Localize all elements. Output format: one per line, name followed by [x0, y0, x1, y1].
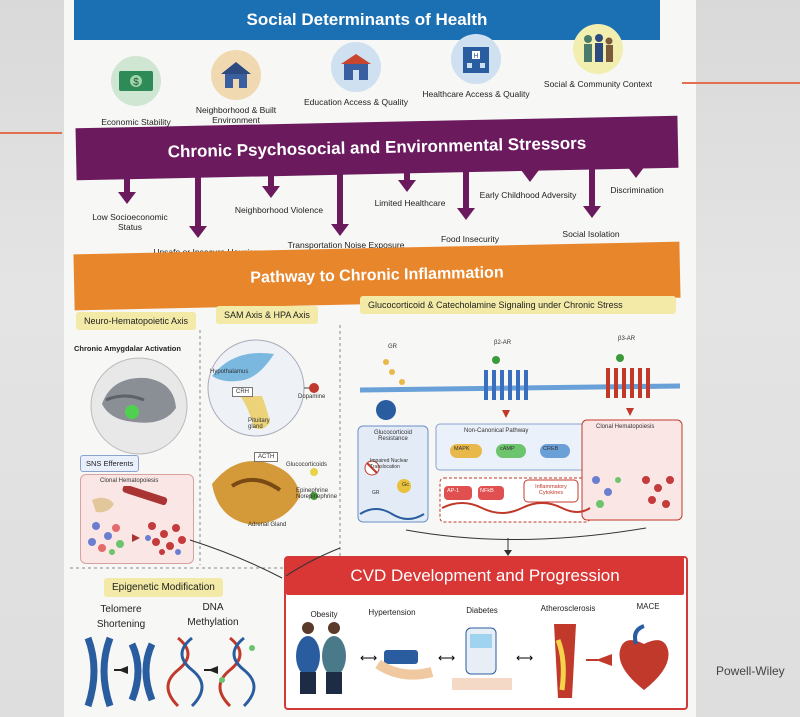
- sns-efferents-label: SNS Efferents: [80, 455, 140, 472]
- sdoh-label: Economic Stability: [101, 117, 171, 127]
- b3ar-label: β3-AR: [618, 336, 636, 342]
- heart-icon: [619, 624, 669, 690]
- cvd-item-obesity: Obesity: [310, 610, 338, 619]
- svg-text:H: H: [473, 53, 478, 60]
- cvd-item-hypertension: Hypertension: [368, 608, 416, 617]
- dopamine-label: Dopamine: [298, 394, 326, 400]
- impaired-label: Impaired Nuclear Translocation: [370, 458, 409, 470]
- epigenetic-label: Epigenetic Modification: [104, 578, 223, 597]
- sdoh-economic: $ Economic Stability: [76, 56, 196, 128]
- ap1-label: AP-1: [447, 488, 460, 494]
- obesity-icon: [296, 622, 346, 694]
- hospital-icon: H: [451, 34, 501, 84]
- blood-pressure-icon: [375, 650, 434, 680]
- sdoh-neighborhood: Neighborhood & Built Environment: [176, 50, 296, 126]
- sdoh-label: Neighborhood & Built Environment: [195, 105, 277, 125]
- house-icon: [211, 50, 261, 100]
- clonal-hema-label-2: Clonal Hematopoiesis: [596, 424, 655, 430]
- sdoh-education: Education Access & Quality: [296, 42, 416, 108]
- credit-text: Powell-Wiley: [716, 664, 785, 678]
- sdoh-title: Social Determinants of Health: [74, 0, 660, 40]
- creb-label: CREB: [543, 446, 559, 452]
- chromosome-dna-icon: [84, 636, 256, 708]
- telomere-label: Telomere Shortening: [96, 604, 146, 630]
- sdoh-healthcare: H Healthcare Access & Quality: [416, 34, 536, 100]
- sdoh-social: Social & Community Context: [538, 24, 658, 90]
- svg-text:$: $: [133, 77, 139, 88]
- school-icon: [331, 42, 381, 92]
- people-icon: [573, 24, 623, 74]
- acth-label: ACTH: [254, 452, 279, 462]
- cytokines-label: Inflammatory Cytokines: [535, 484, 567, 496]
- neuro-hematopoietic-label: Neuro-Hematopoietic Axis: [76, 312, 197, 330]
- glucose-meter-icon: [452, 627, 512, 690]
- crh-label: CRH: [232, 387, 253, 397]
- stressor-label: Social Isolation: [562, 229, 620, 239]
- sdoh-label: Healthcare Access & Quality: [422, 89, 530, 99]
- artery-icon: [554, 624, 576, 698]
- cvd-item-atherosclerosis: Atherosclerosis: [540, 604, 596, 613]
- nfkb-label: NFkB: [480, 488, 494, 494]
- amygdala-label: Chronic Amygdalar Activation: [74, 344, 181, 353]
- mapk-label: MAPK: [454, 446, 470, 452]
- gr-small-label: GR: [372, 490, 380, 496]
- stressor-label: Transportation Noise Exposure: [287, 240, 405, 250]
- hpa-diagram: [207, 339, 319, 525]
- camp-label: cAMP: [500, 446, 515, 452]
- cvd-item-diabetes: Diabetes: [466, 606, 498, 615]
- signaling-diagram: [357, 354, 683, 540]
- stressor-label: Neighborhood Violence: [234, 205, 324, 215]
- stressor-label: Low Socioeconomic Status: [92, 212, 168, 233]
- svg-text:⟷: ⟷: [360, 651, 377, 665]
- svg-text:⟷: ⟷: [516, 651, 533, 665]
- dna-methylation-label: DNA Methylation: [187, 602, 239, 628]
- b2ar-label: β2-AR: [494, 340, 512, 346]
- stressor-label: Discrimination: [610, 185, 664, 195]
- sdoh-label: Education Access & Quality: [304, 97, 408, 107]
- cells-icon: [88, 486, 186, 555]
- gr-label: GR: [388, 344, 397, 350]
- decor-line-left: [0, 132, 62, 134]
- glucocorticoids-label: Glucocorticoids: [286, 462, 328, 468]
- stressor-label: Early Childhood Adversity: [479, 190, 577, 200]
- epinephrine-label: Epinephrine Norepinephrine: [296, 488, 338, 500]
- stressor-label: Food Insecurity: [440, 234, 500, 244]
- cvd-item-mace: MACE: [636, 602, 660, 611]
- adrenal-label: Adrenal Gland: [248, 522, 287, 528]
- stressor-label: Limited Healthcare: [374, 198, 446, 208]
- hypothalamus-label: Hypothalamus: [210, 369, 249, 375]
- cvd-icons: ⟷ ⟷ ⟷: [296, 622, 669, 698]
- sdoh-label: Social & Community Context: [543, 79, 653, 89]
- non-canonical-label: Non-Canonical Pathway: [464, 428, 529, 434]
- brain-icon: [90, 357, 188, 455]
- glucocorticoid-label: Glucocorticoid & Catecholamine Signaling…: [360, 296, 676, 314]
- clonal-hema-label: Clonal Hematopoiesis: [100, 478, 159, 484]
- gc-resistance-label: Glucocorticoid Resistance: [373, 430, 412, 442]
- decor-line-right: [682, 82, 800, 84]
- gc-label: Gc: [402, 482, 410, 488]
- pituitary-label: Pituitary gland: [248, 418, 270, 430]
- svg-text:⟷: ⟷: [438, 651, 455, 665]
- cvd-title: CVD Development and Progression: [286, 557, 684, 595]
- money-icon: $: [111, 56, 161, 106]
- sam-hpa-label: SAM Axis & HPA Axis: [216, 306, 318, 324]
